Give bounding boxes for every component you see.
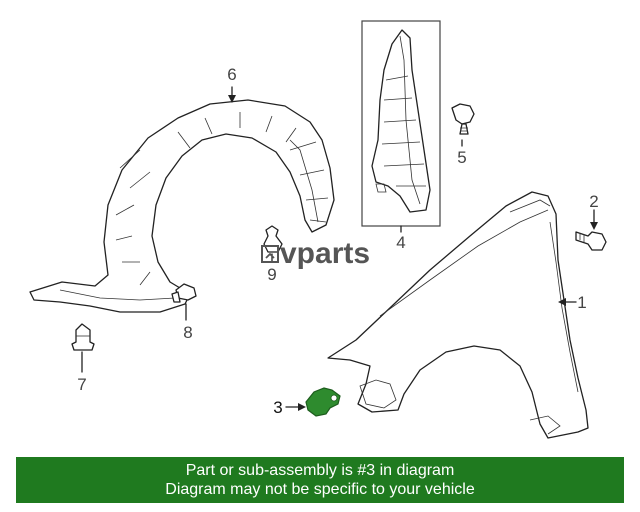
vparts-watermark: vparts — [261, 237, 370, 270]
callout-6: 6 — [227, 65, 236, 84]
watermark-brand: vparts — [280, 237, 370, 270]
fender-liner-part-6 — [29, 99, 335, 313]
fender-part-1 — [327, 191, 589, 439]
parts-diagram: 6 4 5 2 1 9 8 7 3 vparts — [29, 20, 607, 439]
vparts-logo-icon — [261, 245, 279, 263]
highlighted-clip-part-3 — [305, 387, 341, 417]
callout-4: 4 — [396, 233, 405, 252]
banner-line-2: Diagram may not be specific to your vehi… — [165, 481, 475, 498]
callout-7: 7 — [77, 375, 86, 394]
callout-3: 3 — [273, 398, 282, 417]
callout-9: 9 — [267, 265, 276, 284]
callout-labels: 6 4 5 2 1 9 8 7 3 — [77, 65, 598, 417]
info-banner: Part or sub-assembly is #3 in diagram Di… — [16, 457, 624, 503]
clip-part-8 — [171, 283, 197, 303]
callout-1: 1 — [577, 293, 586, 312]
bolt-part-2 — [575, 231, 607, 251]
clip-part-7 — [71, 323, 95, 351]
callout-2: 2 — [589, 192, 598, 211]
callout-5: 5 — [457, 148, 466, 167]
leader-lines — [81, 86, 598, 411]
clip-part-5 — [451, 103, 475, 135]
bracket-part-4 — [361, 20, 441, 227]
callout-8: 8 — [183, 323, 192, 342]
banner-line-1: Part or sub-assembly is #3 in diagram — [185, 462, 455, 479]
highlighted-part-3-shape — [305, 387, 341, 417]
